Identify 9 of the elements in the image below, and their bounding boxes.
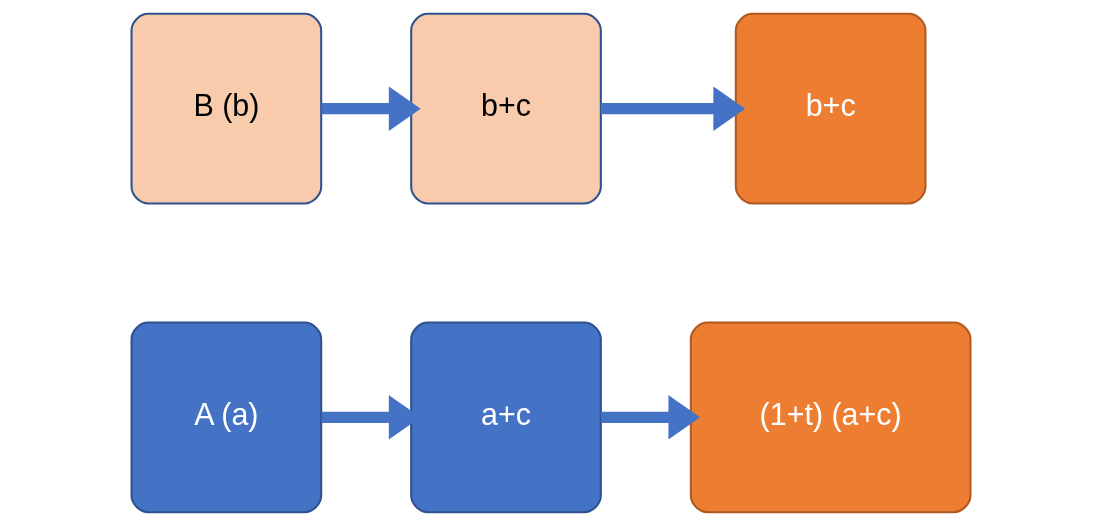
node-box: B (b) <box>130 12 323 205</box>
node-box: a+c <box>410 321 602 514</box>
arrow <box>600 86 746 131</box>
arrow <box>600 395 701 440</box>
node-box: A (a) <box>130 321 323 514</box>
arrow <box>321 86 421 131</box>
node-box: (1+t) (a+c) <box>689 321 972 514</box>
node-box: b+c <box>410 12 602 205</box>
node-box: b+c <box>734 12 927 205</box>
